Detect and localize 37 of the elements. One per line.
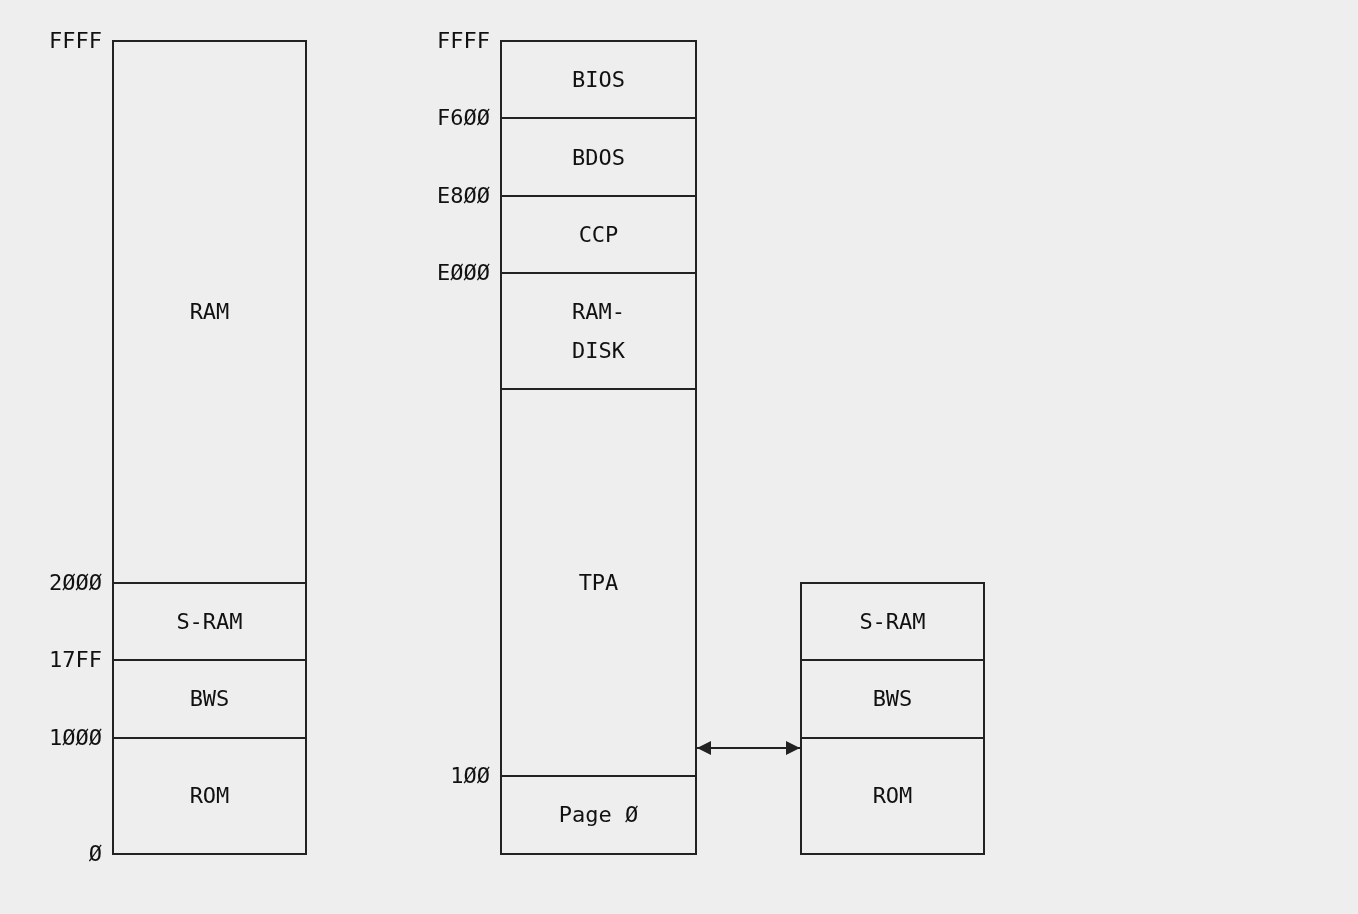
memory-region-box: [112, 581, 307, 662]
region-name: S-RAM: [858, 608, 927, 636]
region-name: Page Ø: [557, 801, 640, 830]
memory-region-box: [800, 736, 985, 855]
address-label: E8ØØ: [436, 181, 490, 210]
region-name: ROM: [871, 782, 914, 811]
region-name: CCP: [577, 221, 620, 249]
memory-region-box: [500, 194, 697, 275]
address-label: EØØØ: [436, 259, 490, 288]
memory-region-box: [800, 659, 985, 739]
region-name: RAM: [188, 298, 231, 327]
address-label: 17FF: [48, 646, 102, 675]
region-name: S-RAM: [175, 608, 244, 636]
address-label: FFFF: [48, 27, 102, 55]
memory-region-box: [112, 736, 307, 855]
region-name: BIOS: [571, 66, 626, 95]
memory-region-box: [500, 775, 697, 855]
memory-region-box: [500, 272, 697, 391]
region-name: BWS: [188, 685, 231, 714]
region-name: BWS: [871, 685, 914, 714]
memory-region-box: [500, 388, 697, 778]
memory-region-box: [112, 40, 307, 584]
address-label: FFFF: [436, 27, 490, 55]
address-label: F6ØØ: [436, 104, 490, 133]
memory-region-box: [112, 659, 307, 739]
region-name: RAM- DISK: [571, 298, 626, 366]
region-name: TPA: [577, 569, 620, 598]
address-label: Ø: [87, 839, 102, 868]
memory-region-box: [500, 40, 697, 120]
region-name: BDOS: [571, 143, 626, 172]
address-label: 1ØØØ: [48, 723, 102, 752]
address-label: 2ØØØ: [48, 568, 102, 597]
memory-region-box: [500, 117, 697, 197]
address-label: 1ØØ: [449, 762, 490, 791]
region-name: ROM: [188, 782, 231, 811]
memory-region-box: [800, 581, 985, 662]
double-arrow: [696, 741, 801, 755]
